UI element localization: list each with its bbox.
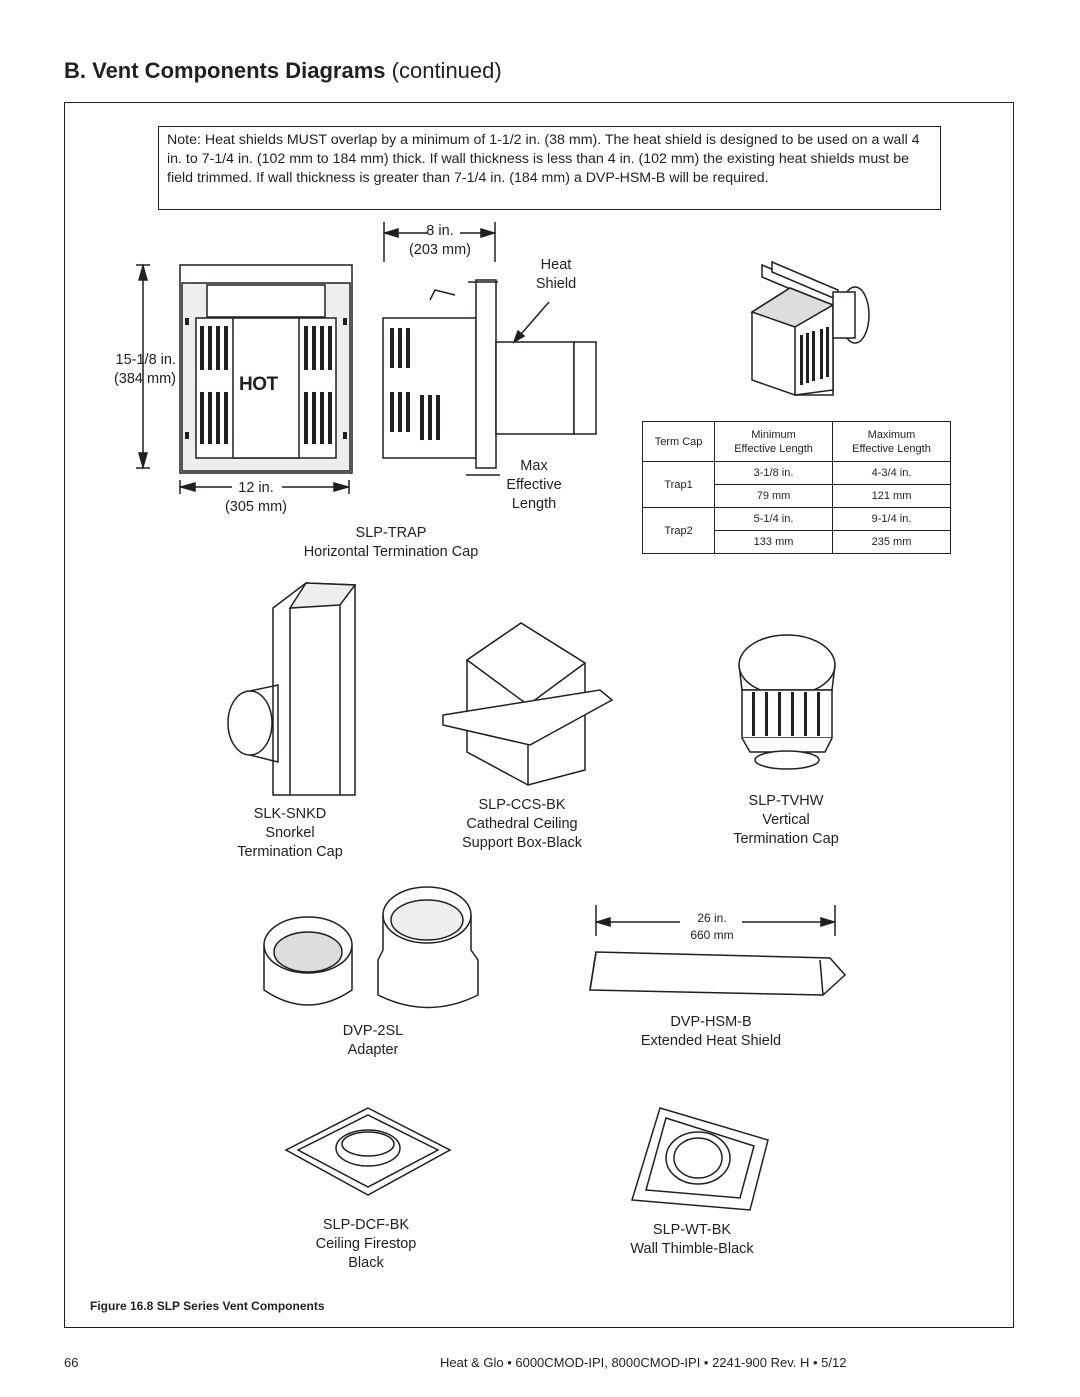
table-header-term-cap: Term Cap (641, 421, 716, 462)
trap-height-dimension: 15-1/8 in.(384 mm) (113, 352, 176, 387)
dvp-2sl-illustration (263, 886, 479, 1009)
slp-trap-side-illustration (382, 279, 597, 476)
table-row: Trap1 3-1/8 in. 4-3/4 in. (641, 461, 951, 508)
slp-ccs-bk-illustration (442, 622, 614, 786)
trap-depth-dimension: 8 in.(203 mm) (408, 223, 472, 258)
slp-tvhw-illustration (738, 634, 836, 770)
slp-trap-front-illustration (179, 264, 353, 474)
slp-dcf-bk-illustration (284, 1107, 452, 1196)
page-footer: Heat & Glo • 6000CMOD-IPI, 8000CMOD-IPI … (440, 1355, 847, 1370)
table-row: 79 mm 121 mm (643, 484, 951, 508)
table-row: 133 mm 235 mm (643, 530, 951, 554)
dvp-hsm-b-illustration (589, 951, 847, 996)
hsm-dimension: 26 in.660 mm (690, 911, 734, 942)
trap-width-dimension: 12 in.(305 mm) (224, 480, 288, 515)
hot-label: HOT (239, 374, 278, 395)
page-number: 66 (64, 1355, 79, 1370)
slk-snkd-illustration (227, 582, 357, 796)
heat-shield-note: Note: Heat shields MUST overlap by a min… (158, 126, 941, 210)
figure-frame (64, 102, 1014, 1328)
slp-wt-bk-illustration (631, 1107, 769, 1211)
table-row: Trap2 5-1/4 in. 9-1/4 in. (641, 507, 951, 554)
figure-caption: Figure 16.8 SLP Series Vent Components (90, 1299, 325, 1313)
page-title: B. Vent Components Diagrams (continued) (64, 58, 502, 83)
heat-shield-3d-illustration (750, 260, 870, 396)
